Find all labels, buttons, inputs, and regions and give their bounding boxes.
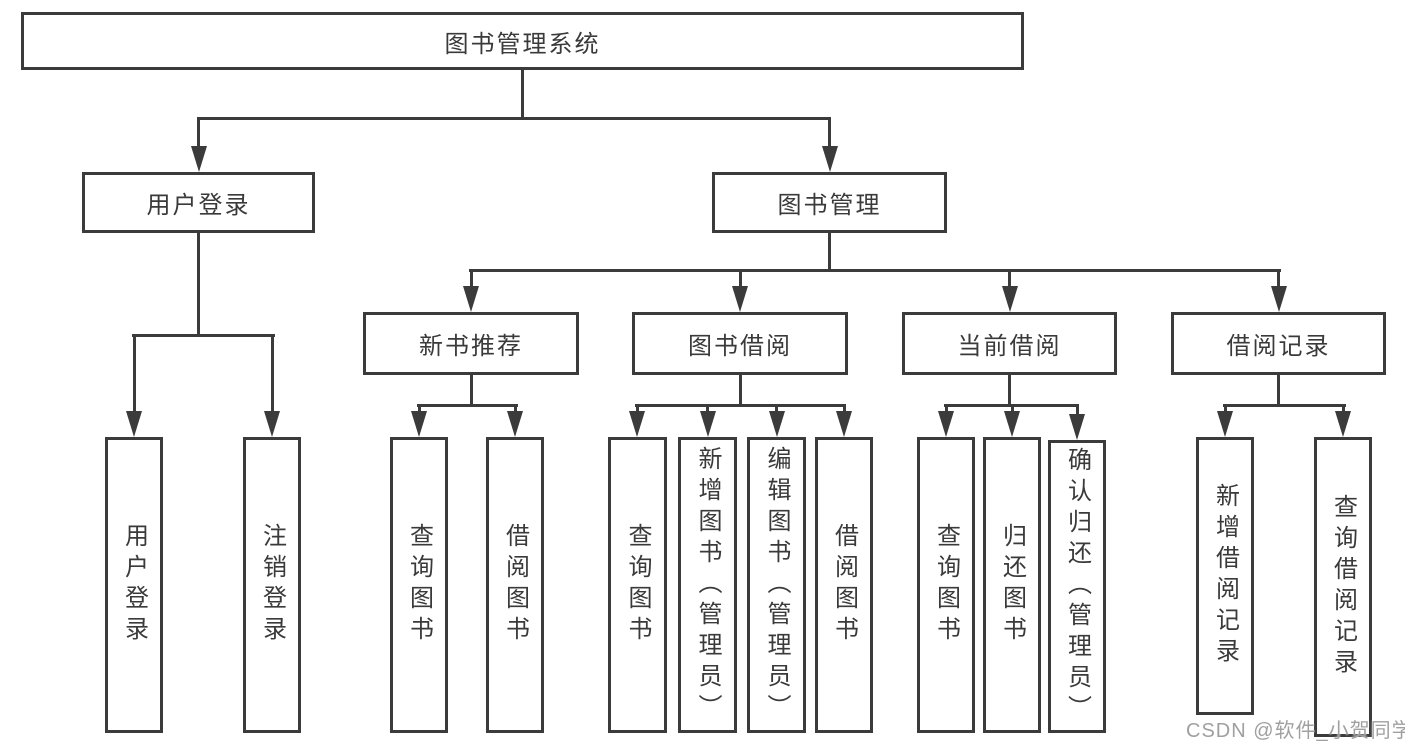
node-label: 借阅图书 [830,523,858,647]
connector-arm [417,404,421,413]
node-label: 图书管理系统 [444,30,601,58]
connector-stem [469,375,473,407]
node-label: 新书推荐 [419,333,523,360]
node-current-borrowing: 当前借阅 [902,312,1117,375]
arrow-down-icon [126,411,142,437]
arrow-down-icon [629,411,645,437]
node-label: 用户登录 [120,523,148,647]
node-label: 新增借阅记录 [1211,483,1239,669]
connector-branch [635,404,846,407]
node-label: 借阅记录 [1226,333,1331,360]
leaf-query-book-borrowing: 查询图书 [608,437,667,733]
connector-arm [738,269,742,288]
connector-stem [1008,375,1011,407]
connector-arm [706,404,709,413]
connector-arm [1341,404,1345,413]
arrow-down-icon [821,146,838,172]
node-label: 图书管理 [777,192,882,219]
connector-arm [1010,404,1014,413]
node-new-book-recommend: 新书推荐 [363,312,579,375]
connector-arm [944,404,948,413]
connector-arm [775,404,778,413]
connector-branch [469,269,1281,272]
connector-arm [132,334,136,413]
leaf-borrow-book-recommend: 借阅图书 [486,437,544,733]
leaf-user-login: 用户登录 [105,437,163,733]
connector-stem [520,70,524,120]
arrow-down-icon [264,411,280,437]
connector-arm [635,404,639,413]
arrow-down-icon [1270,286,1287,312]
leaf-add-book-admin: 新增图书（管理员） [678,437,737,733]
arrow-down-icon [190,146,207,172]
leaf-query-book-recommend: 查询图书 [390,437,448,733]
arrow-down-icon [1217,411,1233,437]
leaf-confirm-return-admin: 确认归还（管理员） [1048,440,1106,733]
arrow-down-icon [836,411,852,437]
connector-arm [270,334,274,413]
connector-arm [513,404,517,413]
connector-branch [132,334,275,337]
connector-arm [197,117,200,148]
arrow-down-icon [1001,286,1018,312]
leaf-edit-book-admin: 编辑图书（管理员） [747,437,806,733]
node-label: 查询图书 [624,523,651,647]
arrow-down-icon [463,286,479,312]
node-label: 查询图书 [405,523,433,647]
connector-branch [197,117,831,120]
node-label: 当前借阅 [957,333,1062,360]
connector-branch [1223,404,1346,407]
node-label: 归还图书 [998,523,1026,647]
arrow-down-icon [768,411,785,437]
arrow-down-icon [1069,414,1085,440]
node-borrowing-records: 借阅记录 [1171,312,1386,375]
connector-stem [738,375,742,407]
csdn-watermark: CSDN @软件_小贺同学 [1186,720,1405,742]
node-book-management: 图书管理 [712,172,947,233]
connector-stem [197,233,200,337]
arrow-down-icon [1335,411,1351,437]
node-label: 查询借阅记录 [1329,494,1357,680]
node-label: 图书借阅 [688,333,792,360]
connector-arm [1223,404,1227,413]
arrow-down-icon [507,411,523,437]
arrow-down-icon [1004,411,1020,437]
node-user-login: 用户登录 [82,172,315,233]
node-label: 借阅图书 [501,523,529,647]
connector-stem [828,233,831,272]
connector-arm [842,404,846,413]
connector-arm [469,269,473,288]
connector-branch [944,404,1079,407]
node-label: 用户登录 [146,192,251,219]
node-label: 查询图书 [932,523,960,647]
leaf-return-book: 归还图书 [983,437,1041,733]
connector-arm [1008,269,1011,288]
connector-arm [1277,269,1280,288]
node-book-borrowing: 图书借阅 [632,312,848,375]
connector-arm [1075,404,1079,416]
connector-stem [1277,375,1280,407]
node-library-management-system: 图书管理系统 [21,12,1024,70]
arrow-down-icon [732,286,748,312]
node-label: 新增图书（管理员） [694,445,721,725]
leaf-query-book-current: 查询图书 [917,437,975,733]
arrow-down-icon [938,411,954,437]
connector-arm [828,117,831,148]
connector-branch [417,404,518,407]
leaf-add-borrow-record: 新增借阅记录 [1196,437,1254,715]
arrow-down-icon [699,411,716,437]
node-label: 确认归还（管理员） [1063,447,1091,726]
leaf-borrow-book: 借阅图书 [815,437,873,733]
leaf-logout: 注销登录 [243,437,301,733]
leaf-query-borrow-record: 查询借阅记录 [1314,437,1372,737]
node-label: 注销登录 [258,523,286,647]
arrow-down-icon [411,411,427,437]
node-label: 编辑图书（管理员） [763,445,790,725]
